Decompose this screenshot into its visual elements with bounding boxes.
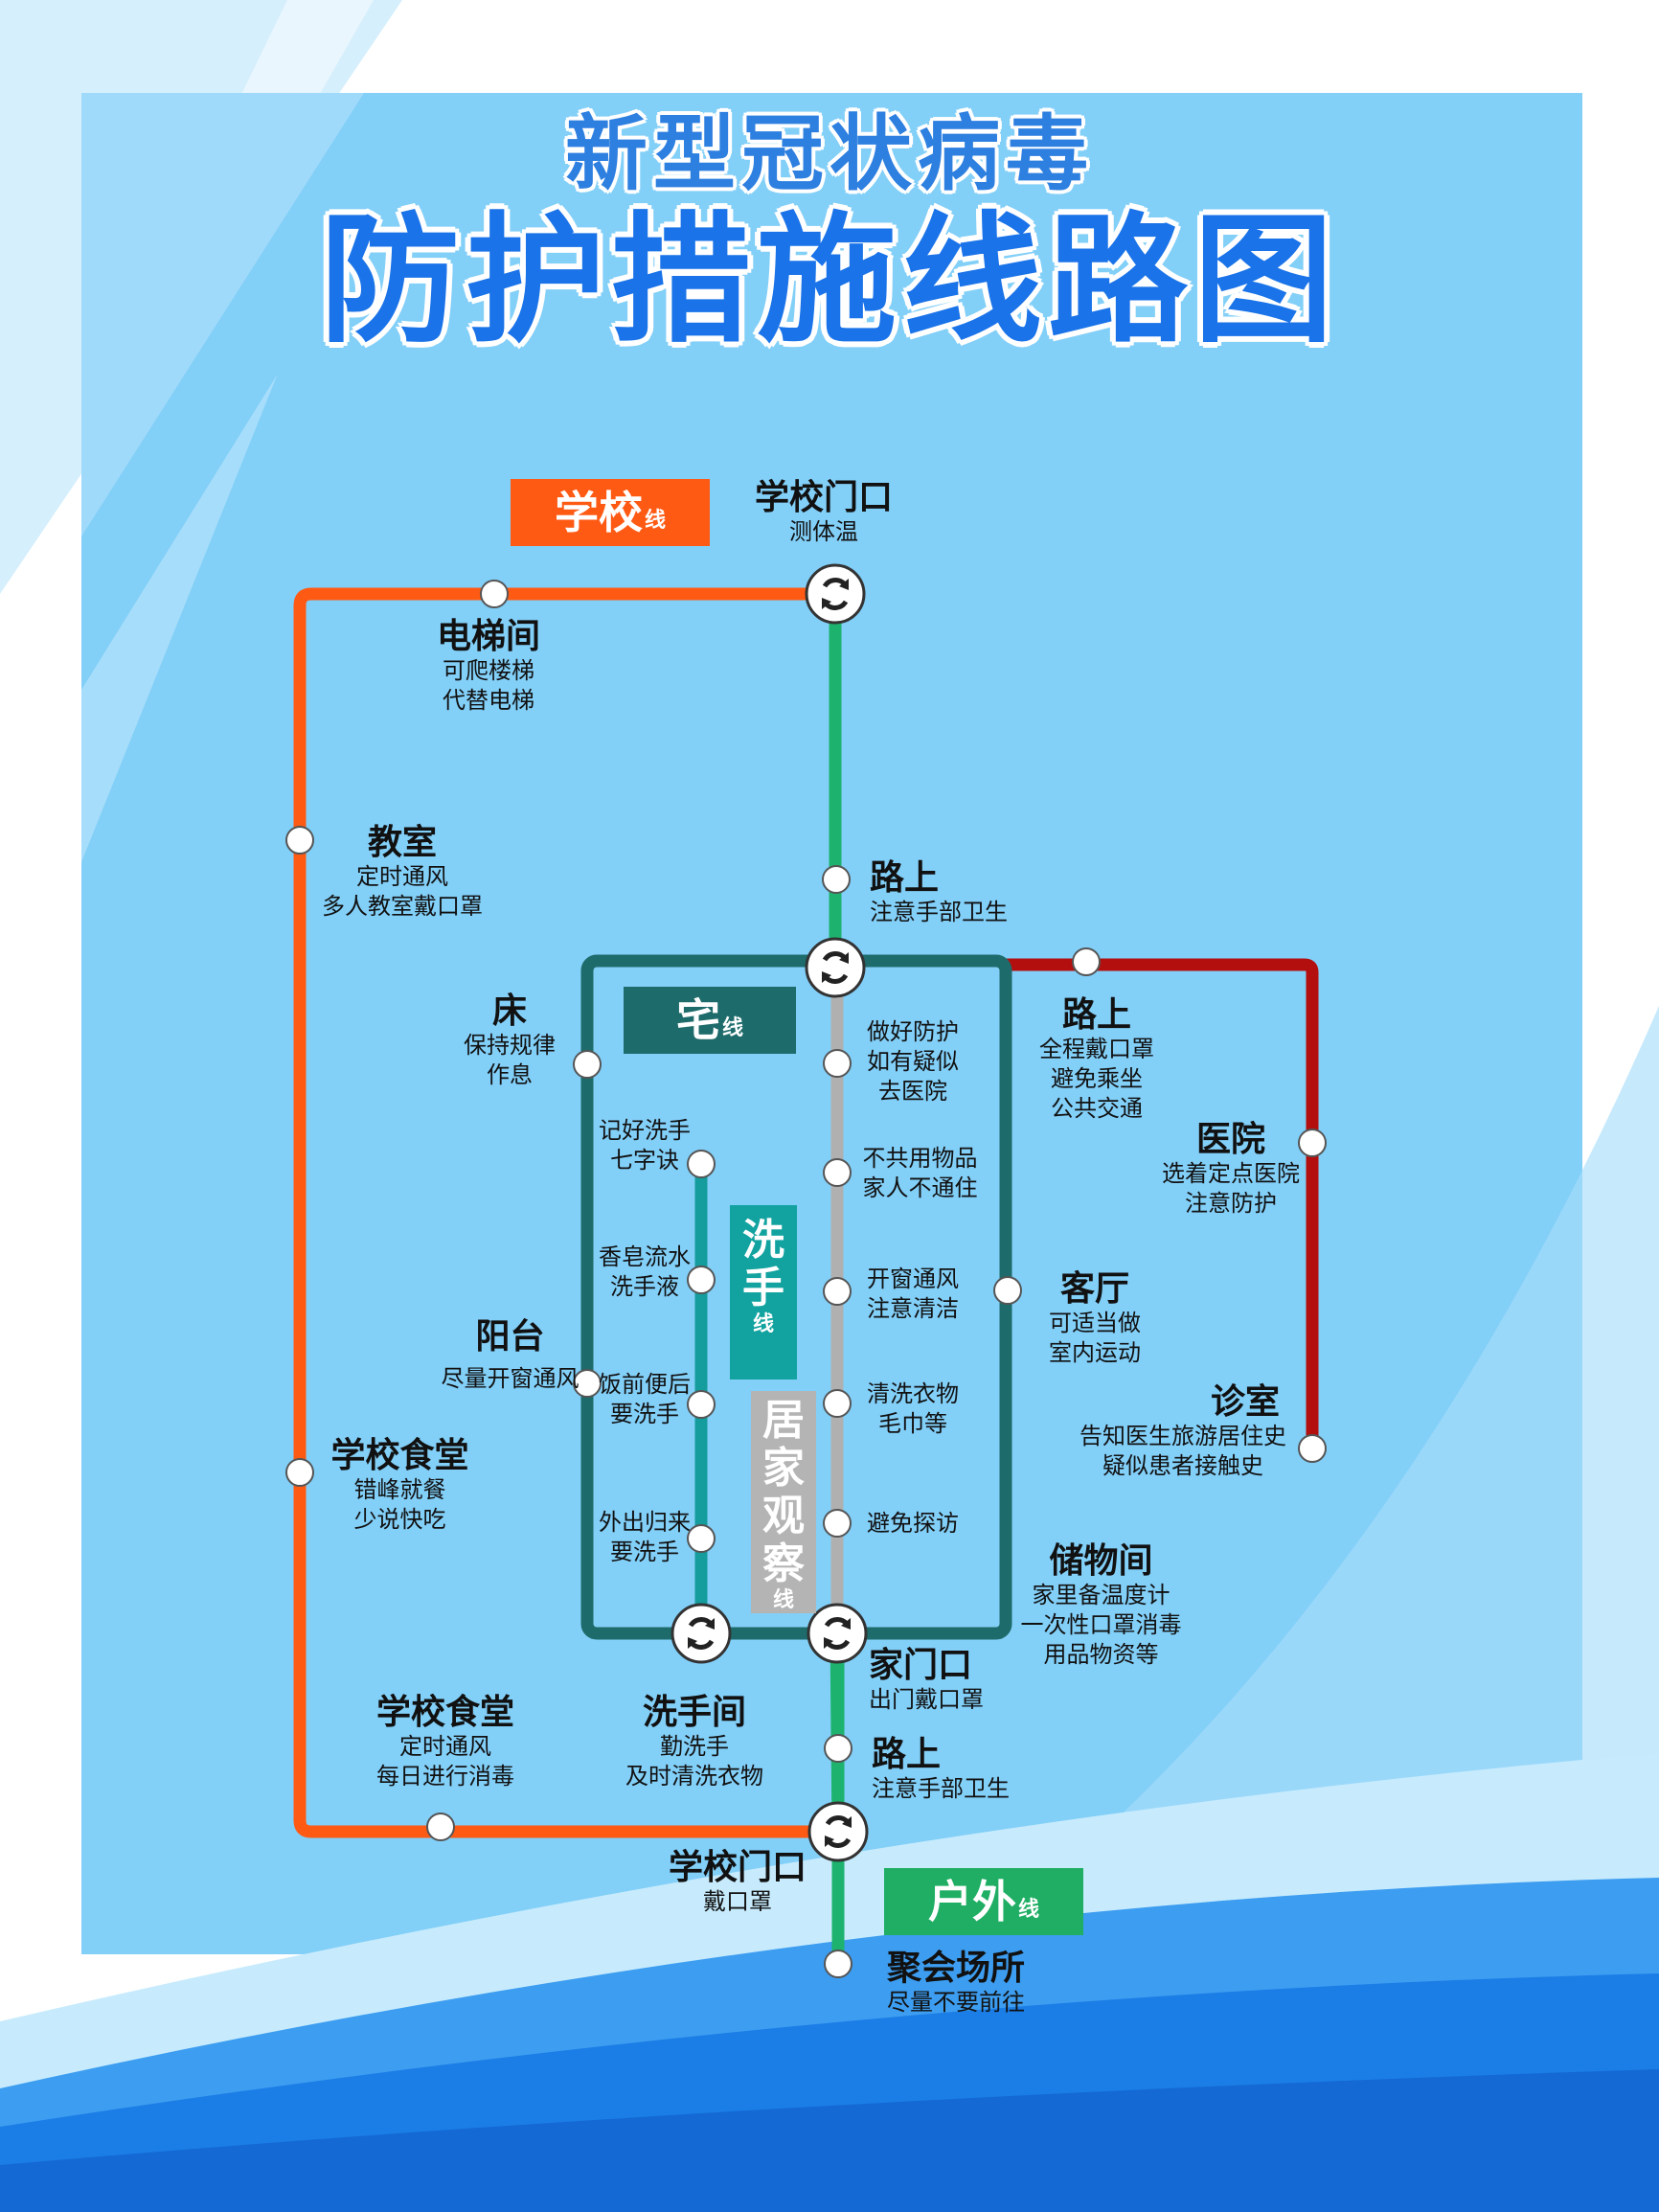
interchange-home-door[interactable] <box>807 1603 868 1664</box>
station-dot-clinic[interactable] <box>1298 1434 1327 1463</box>
obs-stop-2: 不共用物品 家人不通住 <box>862 1145 978 1201</box>
interchange-washroom[interactable] <box>670 1603 732 1664</box>
station-dot-hospital[interactable] <box>1298 1129 1327 1157</box>
station-dot-bed[interactable] <box>573 1050 602 1079</box>
station-road-bottom: 路上 注意手部卫生 <box>872 1735 1010 1802</box>
station-school-gate-bottom: 学校门口 戴口罩 <box>668 1848 807 1915</box>
station-classroom: 教室 定时通风 多人教室戴口罩 <box>322 823 483 920</box>
station-dot-obs-1[interactable] <box>823 1049 852 1078</box>
obs-stop-1: 做好防护 如有疑似 去医院 <box>867 1018 959 1105</box>
station-bed: 床 保持规律 作息 <box>464 992 556 1088</box>
title-line1: 新型冠状病毒 <box>565 106 1094 202</box>
obs-stop-5: 避免探访 <box>867 1510 959 1537</box>
station-dot-balcony[interactable] <box>573 1369 602 1398</box>
outdoor-line-badge: 户外线 <box>884 1868 1083 1935</box>
handwash-badge-text: 洗手 <box>742 1216 784 1312</box>
station-dot-classroom[interactable] <box>285 826 314 855</box>
title-line2: 防护措施线路图 <box>320 199 1339 362</box>
hw-stop-4: 外出归来 要洗手 <box>599 1509 691 1565</box>
station-dot-canteen-left[interactable] <box>285 1458 314 1487</box>
station-dot-hw-2[interactable] <box>687 1266 716 1294</box>
station-dot-hw-1[interactable] <box>687 1150 716 1178</box>
station-living-room: 客厅 可适当做 室内运动 <box>1049 1269 1141 1366</box>
station-road-red: 路上 全程戴口罩 避免乘坐 公共交通 <box>1039 995 1154 1122</box>
interchange-school-gate-bottom[interactable] <box>807 1801 869 1862</box>
station-dot-living-room[interactable] <box>993 1276 1022 1305</box>
station-canteen-bottom: 学校食堂 定时通风 每日进行消毒 <box>375 1693 514 1790</box>
station-dot-obs-3[interactable] <box>823 1277 852 1306</box>
station-clinic: 诊室 告知医生旅游居住史 疑似患者接触史 <box>1079 1382 1286 1479</box>
station-dot-road-bottom[interactable] <box>824 1734 852 1763</box>
station-dot-obs-4[interactable] <box>823 1389 852 1418</box>
hw-stop-2: 香皂流水 洗手液 <box>599 1243 691 1300</box>
station-washroom: 洗手间 勤洗手 及时清洗衣物 <box>625 1693 763 1790</box>
station-hospital: 医院 选着定点医院 注意防护 <box>1162 1120 1300 1217</box>
station-dot-canteen-bottom[interactable] <box>426 1813 455 1841</box>
home-line-badge: 宅线 <box>624 987 796 1054</box>
hw-stop-1: 记好洗手 七字诀 <box>599 1117 691 1174</box>
station-dot-gathering[interactable] <box>824 1950 852 1978</box>
interchange-home-top[interactable] <box>805 937 866 998</box>
obs-stop-4: 清洗衣物 毛巾等 <box>867 1380 959 1437</box>
station-road-top: 路上 注意手部卫生 <box>870 858 1008 925</box>
hospital-line <box>1006 958 1319 1448</box>
station-dot-hw-4[interactable] <box>687 1524 716 1553</box>
school-line-badge: 学校线 <box>511 479 710 546</box>
station-dot-road-red[interactable] <box>1072 947 1101 976</box>
station-school-gate-top: 学校门口 测体温 <box>754 478 893 545</box>
station-canteen-left: 学校食堂 错峰就餐 少说快吃 <box>330 1436 469 1533</box>
station-dot-obs-2[interactable] <box>823 1158 852 1187</box>
station-gathering: 聚会场所 尽量不要前往 <box>886 1949 1025 2016</box>
station-dot-road-top[interactable] <box>822 865 851 894</box>
station-elevator: 电梯间 可爬楼梯 代替电梯 <box>436 617 540 714</box>
obs-stop-3: 开窗通风 注意清洁 <box>867 1266 959 1322</box>
outdoor-line-middle <box>830 1635 845 1833</box>
observation-line-badge: 居家观察 线 <box>751 1391 816 1613</box>
school-line <box>293 587 838 1838</box>
interchange-school-gate-top[interactable] <box>805 563 866 625</box>
station-dot-obs-5[interactable] <box>823 1509 852 1538</box>
handwash-line-badge: 洗手 线 <box>730 1205 797 1380</box>
station-dot-elevator[interactable] <box>480 580 509 608</box>
station-dot-hw-3[interactable] <box>687 1390 716 1419</box>
hw-stop-3: 饭前便后 要洗手 <box>599 1371 691 1427</box>
station-storage: 储物间 家里备温度计 一次性口罩消毒 用品物资等 <box>1020 1541 1182 1668</box>
observation-badge-text: 居家观察 <box>762 1396 805 1588</box>
station-home-door: 家门口 出门戴口罩 <box>869 1646 984 1713</box>
station-balcony: 阳台 尽量开窗通风 <box>441 1317 580 1392</box>
